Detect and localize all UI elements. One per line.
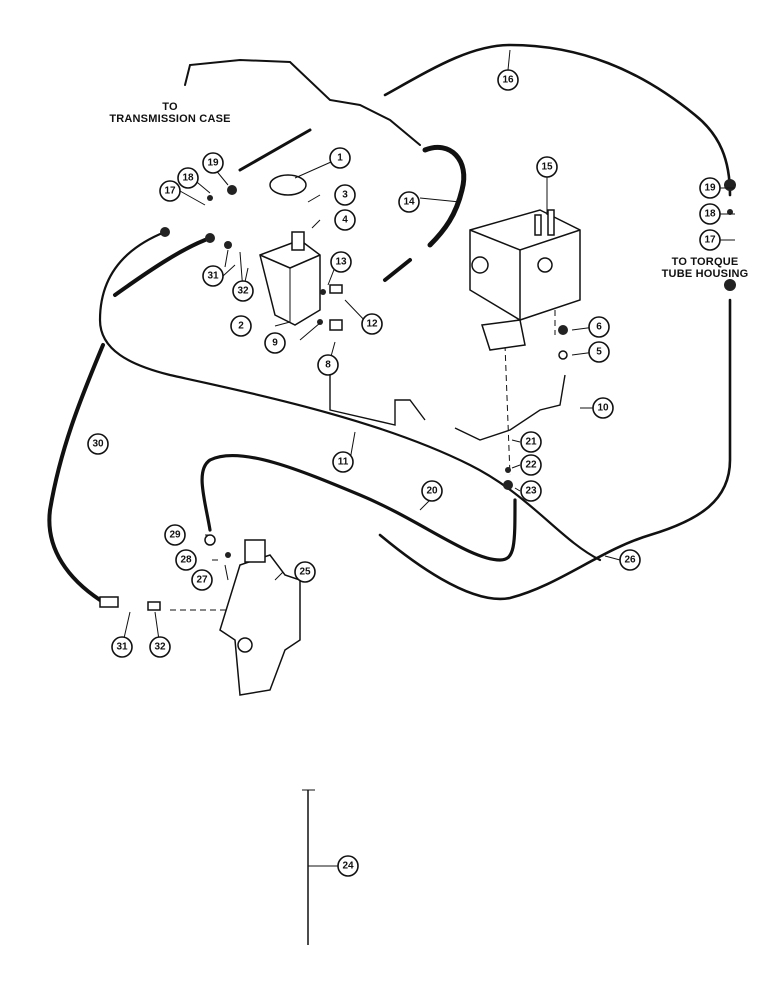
hose-30 [47, 343, 105, 602]
svg-text:14: 14 [403, 197, 415, 208]
svg-text:11: 11 [338, 457, 349, 468]
callout-24: 24 [337, 855, 359, 877]
callout-20: 20 [421, 480, 443, 502]
svg-text:9: 9 [272, 338, 278, 349]
svg-text:28: 28 [180, 555, 192, 566]
callout-30: 30 [87, 433, 109, 455]
valve-body [259, 231, 321, 326]
callout-12: 12 [361, 313, 383, 335]
svg-text:30: 30 [92, 439, 104, 450]
svg-text:32: 32 [154, 642, 166, 653]
svg-text:25: 25 [299, 567, 311, 578]
tube-11 [329, 365, 426, 426]
callout-28: 28 [175, 549, 197, 571]
svg-text:29: 29 [169, 530, 181, 541]
transmission-note: TO TRANSMISSION CASE [100, 101, 240, 125]
svg-text:32: 32 [237, 286, 249, 297]
svg-text:5: 5 [596, 347, 602, 358]
callout-27: 27 [191, 569, 213, 591]
svg-text:22: 22 [525, 460, 537, 471]
steering-valve [219, 539, 301, 696]
svg-text:15: 15 [541, 162, 553, 173]
svg-text:8: 8 [325, 360, 331, 371]
callout-8: 8 [317, 354, 339, 376]
callout-19-right: 19 [699, 177, 721, 199]
svg-text:26: 26 [624, 555, 636, 566]
callout-6: 6 [588, 316, 610, 338]
svg-text:23: 23 [525, 486, 537, 497]
svg-text:12: 12 [366, 319, 378, 330]
callout-10: 10 [592, 397, 614, 419]
svg-text:17: 17 [164, 186, 176, 197]
torque-note-line1: TO TORQUE [671, 256, 739, 268]
callout-18: 18 [177, 167, 199, 189]
svg-text:31: 31 [207, 271, 219, 282]
callout-17: 17 [159, 180, 181, 202]
svg-text:18: 18 [704, 209, 716, 220]
svg-text:10: 10 [597, 403, 609, 414]
callout-26: 26 [619, 549, 641, 571]
transmission-note-line2: TRANSMISSION CASE [109, 113, 231, 125]
hose-left-thick [113, 238, 207, 297]
torque-note-line2: TUBE HOUSING [661, 268, 749, 280]
callout-5: 5 [588, 341, 610, 363]
svg-text:20: 20 [426, 486, 438, 497]
callout-15: 15 [536, 156, 558, 178]
torque-note: TO TORQUE TUBE HOUSING [650, 256, 760, 280]
gasket [481, 319, 526, 351]
hose-transmission [184, 58, 421, 146]
callout-23: 23 [520, 480, 542, 502]
svg-text:19: 19 [207, 158, 219, 169]
svg-text:16: 16 [502, 75, 514, 86]
callout-21: 21 [520, 431, 542, 453]
svg-text:24: 24 [342, 861, 354, 872]
callout-31-bottom: 31 [111, 636, 133, 658]
hose-26 [378, 298, 732, 601]
callout-2: 2 [230, 315, 252, 337]
svg-text:27: 27 [196, 575, 208, 586]
callout-11: 11 [332, 451, 354, 473]
hose-16 [383, 43, 732, 197]
svg-text:2: 2 [238, 321, 244, 332]
callout-19: 19 [202, 152, 224, 174]
svg-text:6: 6 [596, 322, 602, 333]
tube-10 [454, 374, 566, 441]
svg-text:4: 4 [342, 215, 348, 226]
callout-25: 25 [294, 561, 316, 583]
callout-4: 4 [334, 209, 356, 231]
svg-text:21: 21 [525, 437, 537, 448]
svg-text:19: 19 [704, 183, 716, 194]
transmission-note-line1: TO [162, 101, 178, 113]
dipstick [302, 789, 315, 945]
svg-text:18: 18 [182, 173, 194, 184]
callout-3: 3 [334, 184, 356, 206]
hose-left-loop [98, 230, 602, 562]
fittings [99, 179, 736, 611]
callout-29: 29 [164, 524, 186, 546]
hose-20 [200, 453, 517, 562]
svg-text:13: 13 [335, 257, 347, 268]
hose-mid [383, 258, 412, 282]
svg-text:1: 1 [337, 153, 343, 164]
callout-9: 9 [264, 332, 286, 354]
hose-14 [422, 144, 467, 248]
callout-22: 22 [520, 454, 542, 476]
svg-text:3: 3 [342, 190, 348, 201]
hydraulic-pump [469, 209, 581, 321]
svg-text:17: 17 [704, 235, 716, 246]
hose-upper-left [238, 128, 312, 172]
callout-13: 13 [330, 251, 352, 273]
callout-32-bottom: 32 [149, 636, 171, 658]
callout-14: 14 [398, 191, 420, 213]
callout-17-right: 17 [699, 229, 721, 251]
filter-cap [269, 174, 307, 196]
svg-text:31: 31 [116, 642, 128, 653]
callout-32-left: 32 [232, 280, 254, 302]
callout-16: 16 [497, 69, 519, 91]
callout-18-right: 18 [699, 203, 721, 225]
callout-1: 1 [329, 147, 351, 169]
callout-31-left: 31 [202, 265, 224, 287]
dash-gasket [504, 344, 511, 476]
